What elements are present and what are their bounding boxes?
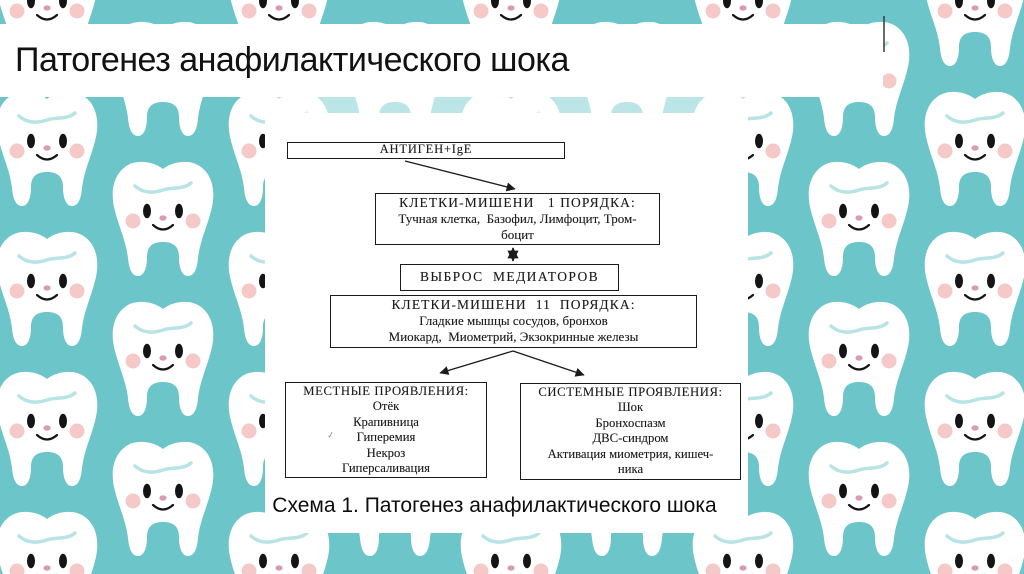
target-cells-2-box: КЛЕТКИ-МИШЕНИ 11 ПОРЯДКА: Гладкие мышцы … (330, 295, 697, 348)
arrow-antigen-to-target1 (404, 160, 516, 192)
local-header: МЕСТНЫЕ ПРОЯВЛЕНИЯ: (303, 384, 469, 398)
arrow-target2-to-local (439, 350, 514, 375)
target2-line2: Гладкие мышцы сосудов, бронхов (419, 313, 608, 328)
cursor-artifact-line (883, 16, 885, 52)
systemic-item: ДВС-синдром (592, 431, 669, 446)
systemic-item: Шок (617, 400, 644, 415)
systemic-header: СИСТЕМНЫЕ ПРОЯВЛЕНИЯ: (538, 385, 723, 399)
systemic-manifestations-box: СИСТЕМНЫЕ ПРОЯВЛЕНИЯ: Шок Бронхоспазм ДВ… (520, 383, 741, 480)
antigen-box: АНТИГЕН+IgE (287, 142, 565, 159)
target2-header: КЛЕТКИ-МИШЕНИ 11 ПОРЯДКА: (391, 297, 636, 312)
target1-line3: боцит (501, 227, 534, 242)
pattern-fade-strip (265, 97, 748, 113)
antigen-label: АНТИГЕН+IgE (379, 142, 473, 156)
mediator-release-label: ВЫБРОС МЕДИАТОРОВ (419, 269, 600, 284)
local-item: Крапивница (353, 414, 419, 429)
local-item: Гиперемия (356, 430, 416, 445)
local-item: Некроз (366, 445, 406, 460)
target1-header: КЛЕТКИ-МИШЕНИ 1 ПОРЯДКА: (399, 195, 636, 210)
page-title: Патогенез анафилактического шока (15, 41, 569, 79)
local-item: Гиперсаливация (342, 461, 430, 476)
mediator-release-box: ВЫБРОС МЕДИАТОРОВ (400, 264, 619, 291)
flowchart-panel: АНТИГЕН+IgE КЛЕТКИ-МИШЕНИ 1 ПОРЯДКА: Туч… (265, 113, 748, 533)
systemic-item: Активация миометрия, кишеч- (547, 446, 714, 461)
title-band: Патогенез анафилактического шока (0, 24, 883, 97)
target2-line3: Миокард, Миометрий, Экзокринные железы (388, 329, 639, 344)
local-manifestations-box: МЕСТНЫЕ ПРОЯВЛЕНИЯ: Отёк Крапивница Гипе… (285, 382, 487, 478)
local-item: Отёк (372, 399, 400, 414)
target-cells-1-box: КЛЕТКИ-МИШЕНИ 1 ПОРЯДКА: Тучная клетка, … (375, 193, 660, 245)
systemic-item: Бронхоспазм (595, 415, 666, 430)
target1-line2: Тучная клетка, Базофил, Лимфоцит, Тром- (398, 211, 637, 226)
arrow-target2-to-systemic (512, 350, 585, 377)
systemic-item: ника (617, 462, 644, 477)
scheme-caption: Схема 1. Патогенез анафилактического шок… (272, 494, 717, 517)
